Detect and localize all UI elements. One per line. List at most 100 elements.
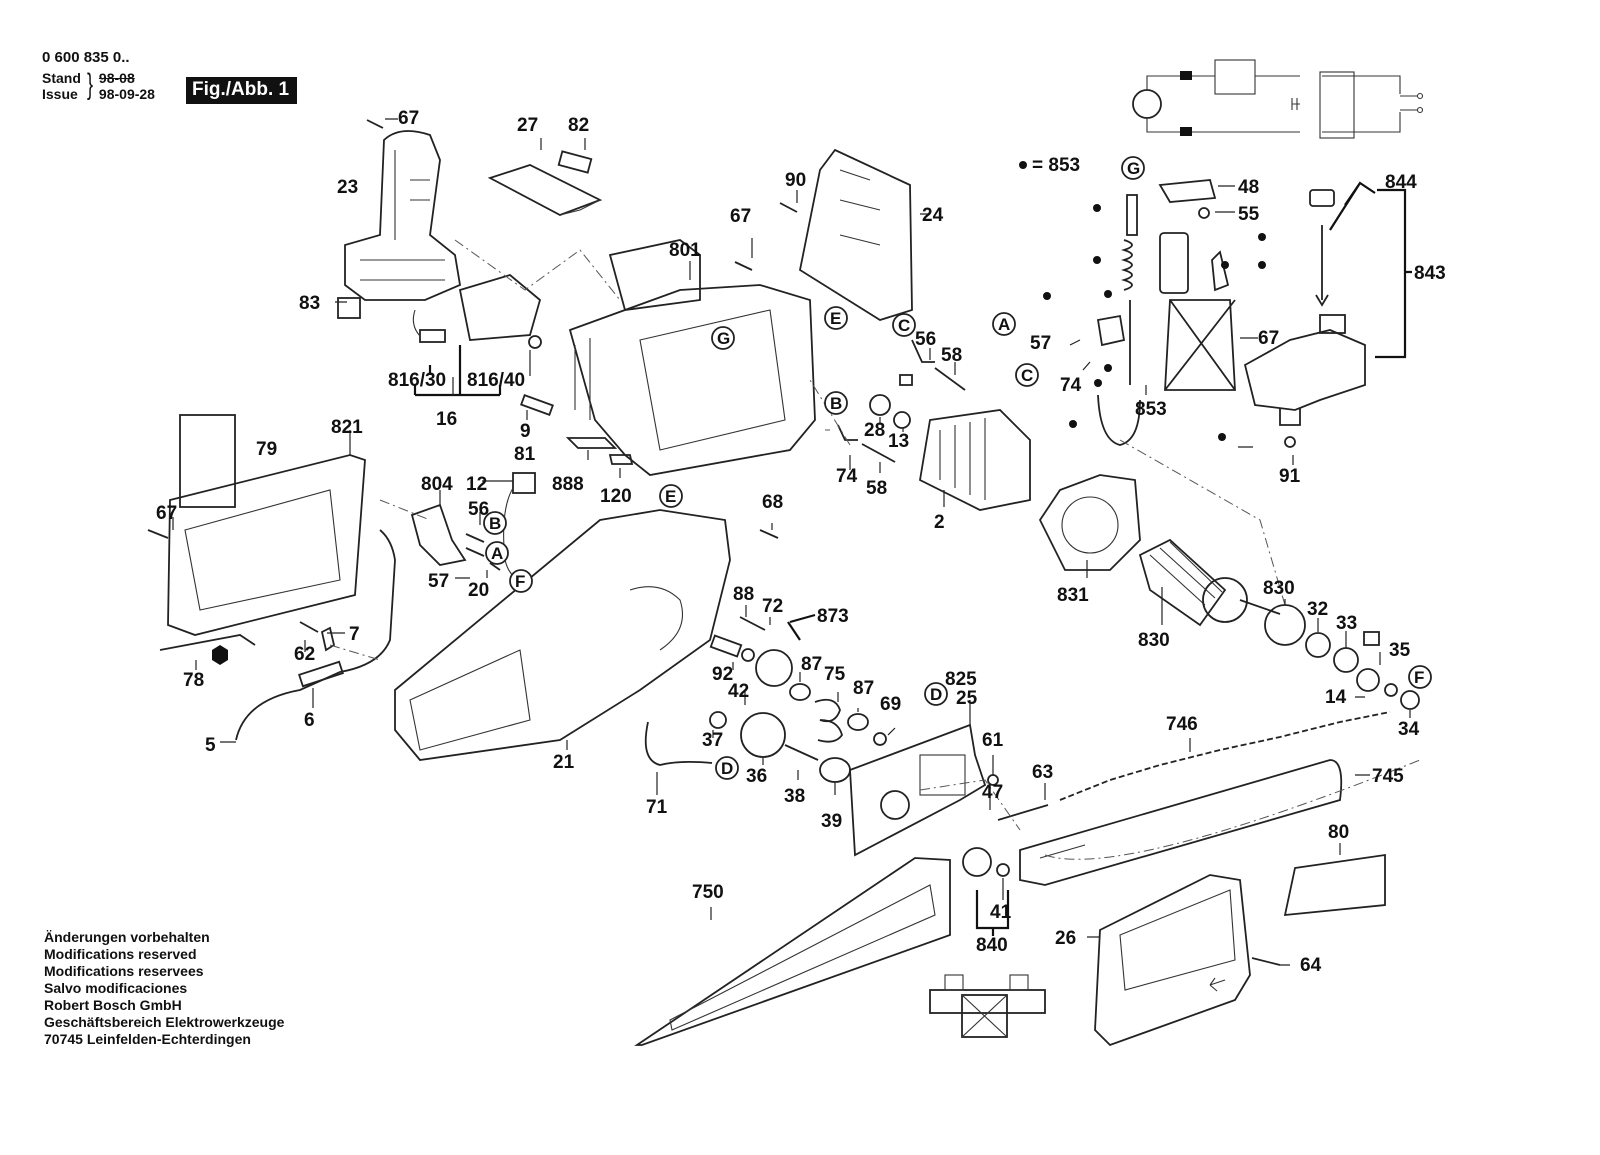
svg-text:C: C [1021, 366, 1033, 385]
label-26: 26 [1055, 928, 1076, 949]
strainer-arrow [1315, 225, 1329, 307]
mains-terminal-1 [1416, 92, 1424, 100]
label-830-b: 830 [1263, 578, 1295, 599]
part-888-120-labels [565, 437, 634, 465]
label-74: 74 [836, 466, 858, 487]
label-888: 888 [552, 474, 584, 495]
direction-arrow-icon [1209, 977, 1226, 992]
label-80: 80 [1328, 822, 1349, 843]
footer-notes: Änderungen vorbehalten Modifications res… [44, 929, 284, 1048]
part-830-armature [1138, 538, 1281, 627]
label-750: 750 [692, 882, 724, 903]
label-69: 69 [880, 694, 901, 715]
part-79-label [179, 414, 236, 508]
label-56-b: 56 [468, 499, 489, 520]
part-14-bearing [1356, 668, 1380, 692]
part-24-hand-guard [798, 148, 913, 321]
label-55: 55 [1238, 204, 1260, 225]
part-840-sprocket [962, 847, 992, 877]
label-32: 32 [1307, 599, 1328, 620]
label-21: 21 [553, 752, 575, 773]
svg-text:A: A [491, 544, 503, 563]
label-36: 36 [746, 766, 767, 787]
ref-marker-B-top: B [824, 391, 848, 415]
label-87: 87 [801, 654, 822, 675]
part-91-seal [1284, 436, 1296, 448]
label-87-b: 87 [853, 678, 874, 699]
footer-line: Salvo modificaciones [44, 980, 188, 996]
screw-67-mid [734, 261, 753, 271]
part-26-chain-cover [1094, 874, 1251, 1047]
part-750-scabbard [634, 857, 951, 1046]
label-71: 71 [646, 797, 668, 818]
choke-coil-top [1180, 71, 1192, 80]
part-92-sleeve [709, 634, 743, 658]
label-25: 25 [956, 688, 978, 709]
label-830: 830 [1138, 630, 1170, 651]
label-831: 831 [1057, 585, 1089, 606]
part-844-tank-cap [1309, 189, 1335, 207]
footer-line: Änderungen vorbehalten [44, 929, 210, 945]
part-801-motor-housing [568, 239, 816, 476]
label-843: 843 [1414, 263, 1446, 284]
ref-marker-D-hose: D [715, 756, 739, 780]
legend-text: = 853 [1032, 155, 1080, 176]
label-844: 844 [1385, 172, 1417, 193]
screw-90 [779, 202, 798, 213]
part-number: 0 600 835 0.. [42, 49, 130, 66]
motor-icon [1132, 89, 1162, 119]
wiring-schematic [1132, 59, 1424, 139]
part-27-cover [487, 164, 603, 216]
part-843-oil-tank [1243, 314, 1366, 426]
pump-cartridge [1159, 232, 1189, 294]
stand-label: Stand [42, 70, 81, 86]
svg-text:A: A [998, 315, 1010, 334]
bracket-13-icon [899, 374, 913, 386]
label-82: 82 [568, 115, 589, 136]
label-34: 34 [1398, 719, 1420, 740]
footer-line: 70745 Leinfelden-Echterdingen [44, 1031, 251, 1047]
label-39: 39 [821, 811, 842, 832]
label-33: 33 [1336, 613, 1357, 634]
part-58-pin-top [934, 367, 966, 391]
label-2: 2 [934, 512, 945, 533]
part-23-handle-housing [344, 130, 462, 301]
part-32-ring [1305, 632, 1331, 658]
screw-62 [299, 621, 319, 633]
label-67-d: 67 [156, 503, 177, 524]
part-56-contact [911, 339, 935, 363]
screw-68 [759, 529, 779, 539]
label-5: 5 [205, 735, 216, 756]
ref-marker-C-pump: C [1015, 363, 1039, 387]
stand-date-struck: 98-08 [98, 70, 135, 86]
part-38-worm-shaft [784, 744, 819, 761]
footer-line: Robert Bosch GmbH [44, 997, 182, 1013]
label-120: 120 [600, 486, 632, 507]
label-68: 68 [762, 492, 783, 513]
part-16-brush-holder [412, 273, 542, 349]
leader-lines [172, 118, 1411, 966]
figure-badge: Fig./Abb. 1 [186, 77, 298, 104]
screw-67-left [147, 529, 169, 539]
part-2-stator [919, 409, 1031, 511]
label-75: 75 [824, 664, 846, 685]
part-821-side-cover [167, 454, 366, 636]
label-67: 67 [398, 108, 419, 129]
switch-contact-pins [465, 533, 501, 571]
part-6-cable-sleeve [298, 660, 344, 688]
ref-marker-C-top: C [892, 313, 916, 337]
label-873: 873 [817, 606, 849, 627]
part-830-fan [1264, 604, 1306, 646]
label-12: 12 [466, 474, 487, 495]
hex-nut-icon [212, 645, 228, 665]
part-41-retainer [996, 863, 1010, 877]
label-74-b: 74 [1060, 375, 1082, 396]
label-42: 42 [728, 681, 749, 702]
label-41: 41 [990, 902, 1012, 923]
svg-text:B: B [830, 394, 842, 413]
label-9: 9 [520, 421, 531, 442]
square-bracket-icon [1363, 631, 1380, 646]
label-840: 840 [976, 935, 1008, 956]
part-5-cable [235, 529, 396, 741]
